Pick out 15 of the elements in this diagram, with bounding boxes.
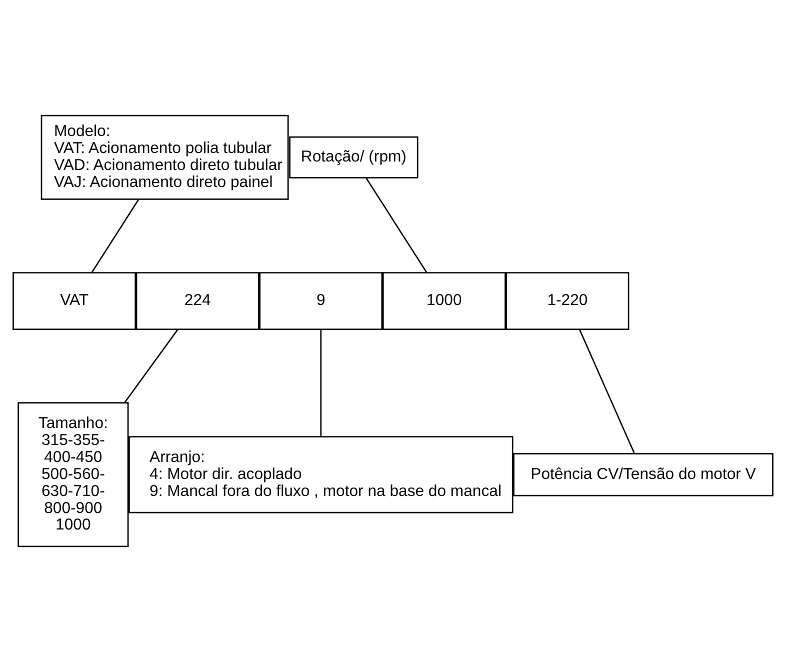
node-box: Arranjo: 4: Motor dir. acoplado 9: Mancal fora do fluxo , motor na base do mancal bbox=[128, 436, 514, 513]
node-box: VAT bbox=[12, 272, 136, 330]
node-box: 224 bbox=[136, 272, 260, 330]
connector bbox=[366, 177, 428, 272]
node-box: 1-220 bbox=[506, 272, 630, 330]
connector bbox=[91, 198, 140, 272]
connector bbox=[124, 328, 178, 402]
node-box: Potência CV/Tensão do motor V bbox=[513, 452, 774, 496]
node-box: Modelo: VAT: Acionamento polia tubular VAD: Acionamento direto tubular VAJ: Acionamento direto painel bbox=[40, 114, 289, 200]
node-box: 9 bbox=[259, 272, 383, 330]
node-box: 1000 bbox=[382, 272, 506, 330]
connector bbox=[320, 328, 322, 436]
node-box: Tamanho: 315-355- 400-450 500-560- 630-710- 800-900 1000 bbox=[18, 402, 129, 547]
connector bbox=[578, 328, 635, 454]
node-box: Rotação/ (rpm) bbox=[289, 136, 418, 178]
